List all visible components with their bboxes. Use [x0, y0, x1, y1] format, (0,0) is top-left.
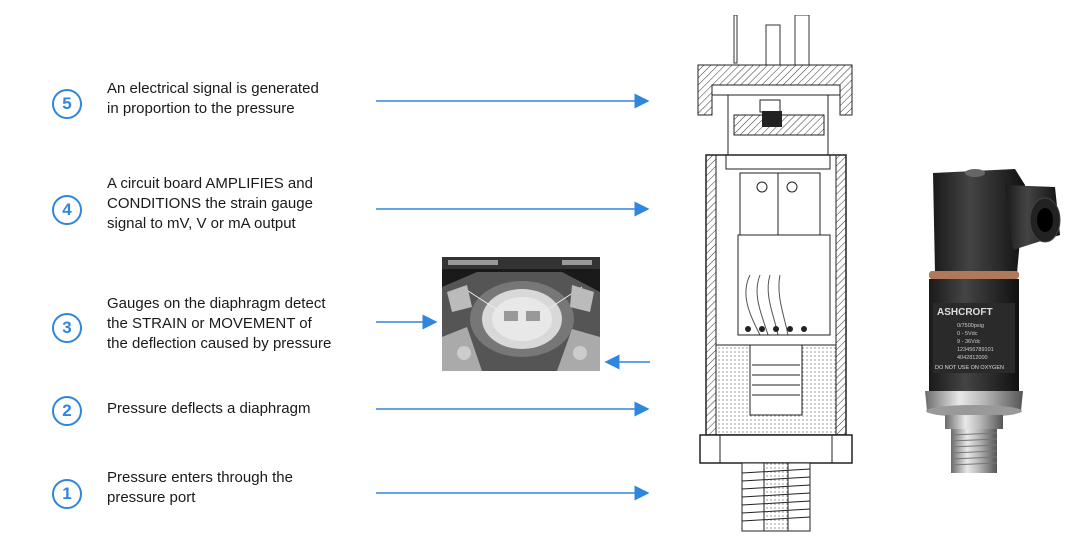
step-number-2: 2: [52, 396, 82, 426]
step-5-line-2: in proportion to the pressure: [107, 100, 295, 117]
product-upc: 123456789101: [957, 347, 994, 353]
product-range: 0/7500psig: [957, 323, 984, 329]
step-2-line-1: Pressure deflects a diaphragm: [107, 400, 311, 417]
diaphragm-micrograph: [442, 257, 600, 371]
step-number-4: 4: [52, 195, 82, 225]
product-input: 9 - 36Vdc: [957, 339, 981, 345]
step-4-line-1: A circuit board AMPLIFIES and: [107, 175, 313, 192]
product-brand: ASHCROFT: [937, 307, 993, 318]
product-serial: 4042812000: [957, 355, 988, 361]
step-number-3: 3: [52, 313, 82, 343]
product-output: 0 - 5Vdc: [957, 331, 978, 337]
step-2-text: Pressure deflects a diaphragm: [107, 399, 397, 419]
step-4-line-3: signal to mV, V or mA output: [107, 215, 296, 232]
transducer-cutaway-drawing: [697, 15, 853, 532]
step-3-line-2: the STRAIN or MOVEMENT of: [107, 315, 312, 332]
step-3-text: Gauges on the diaphragm detect the STRAI…: [107, 294, 397, 354]
step-1-text: Pressure enters through the pressure por…: [107, 468, 397, 508]
step-5-text: An electrical signal is generated in pro…: [107, 79, 397, 119]
step-3-line-1: Gauges on the diaphragm detect: [107, 295, 326, 312]
step-number-1: 1: [52, 479, 82, 509]
step-1-line-2: pressure port: [107, 489, 196, 506]
product-warning: DO NOT USE ON OXYGEN: [935, 365, 1004, 371]
step-1-line-1: Pressure enters through the: [107, 469, 293, 486]
step-4-text: A circuit board AMPLIFIES and CONDITIONS…: [107, 174, 397, 234]
step-3-line-3: the deflection caused by pressure: [107, 335, 332, 352]
ashcroft-transducer-photo: ASHCROFT 0/7500psig 0 - 5Vdc 9 - 36Vdc 1…: [925, 169, 1061, 473]
step-number-5: 5: [52, 89, 82, 119]
step-5-line-1: An electrical signal is generated: [107, 80, 319, 97]
step-4-line-2: CONDITIONS the strain gauge: [107, 195, 313, 212]
